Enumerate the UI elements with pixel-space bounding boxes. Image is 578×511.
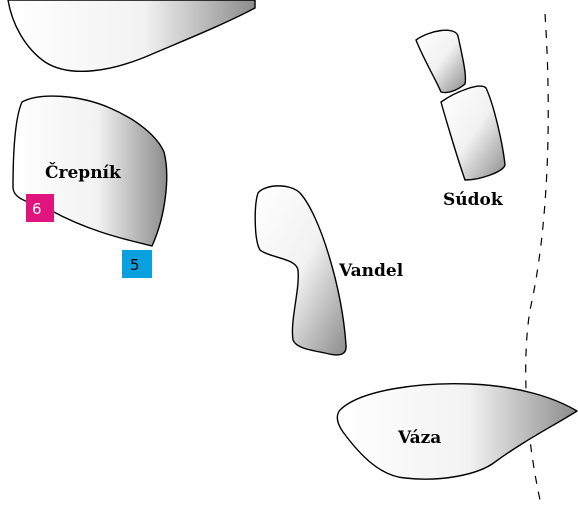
marker-6[interactable]: 6 [26,194,54,222]
marker-6-box [26,194,54,222]
piece-label-sudok: Súdok [443,190,504,210]
piece-label-vandel: Vandel [338,261,404,281]
piece-label-vaza: Váza [397,428,441,448]
marker-5-number: 5 [130,256,140,274]
marker-5[interactable]: 5 [122,250,152,278]
piece-crepnik[interactable]: Črepník [12,95,168,247]
piece-sudok[interactable]: Súdok [415,29,506,210]
marker-6-number: 6 [32,200,42,218]
marker-5-box [122,250,152,278]
piece-top-shard[interactable] [7,0,256,72]
piece-vandel[interactable]: Vandel [254,185,404,356]
piece-label-crepnik: Črepník [45,162,122,183]
piece-vaza[interactable]: Váza [336,383,578,480]
